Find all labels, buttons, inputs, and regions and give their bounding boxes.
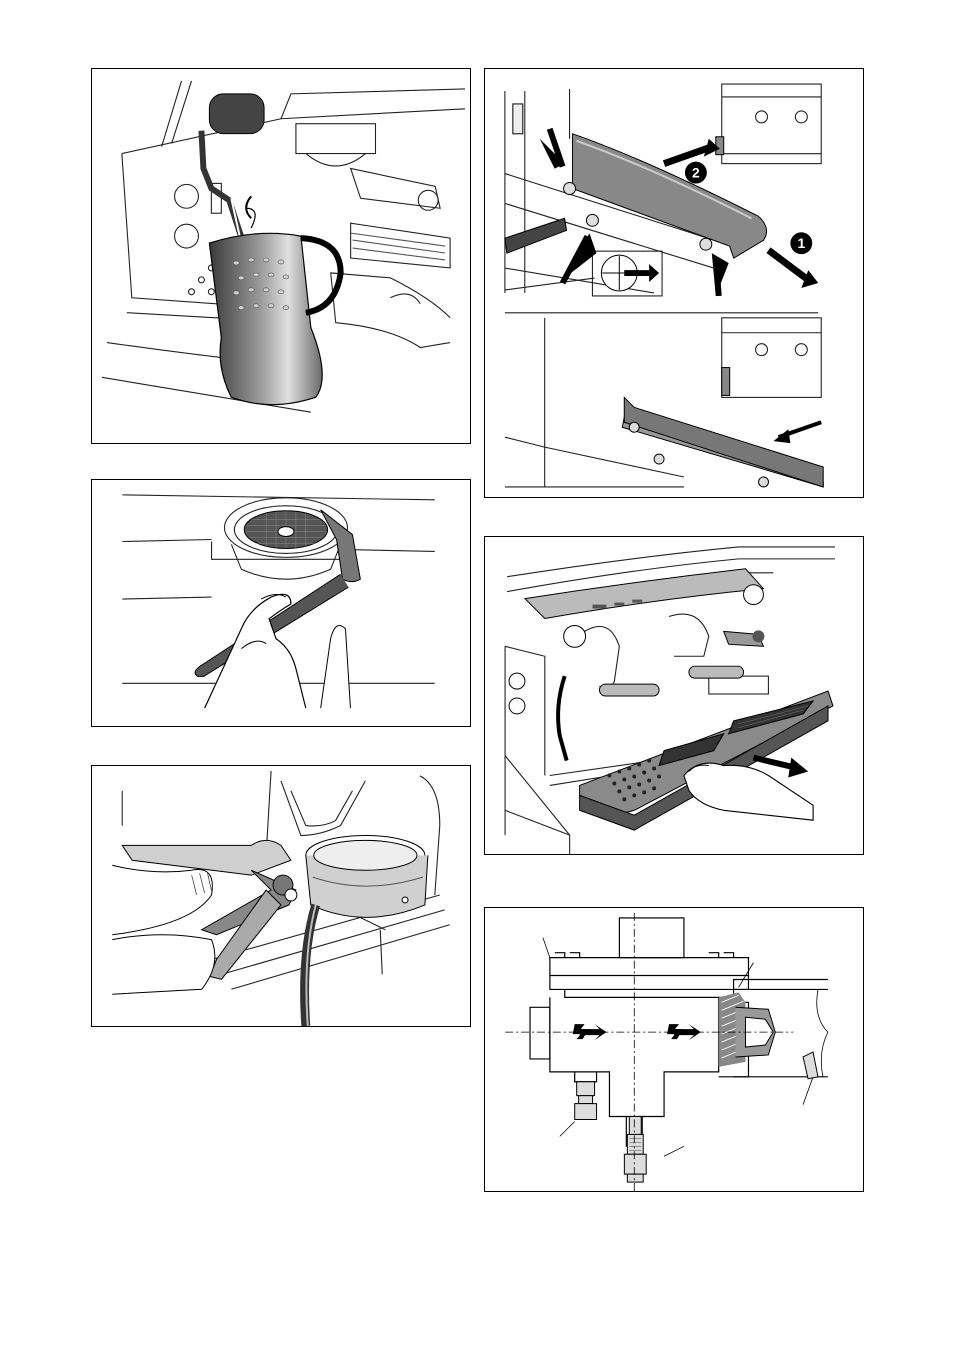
step-two-label: 2 [692, 165, 700, 181]
figure-drip-tray-removal [484, 536, 864, 855]
step-one-label: 1 [797, 235, 805, 251]
filter-holder-illustration [92, 480, 470, 726]
steam-wand-illustration [92, 69, 470, 443]
step-one-badge: 1 [790, 232, 812, 254]
figure-valve-cross-section [484, 907, 864, 1192]
figure-side-panel-removal: 1 2 [484, 68, 864, 498]
figure-filter-holder-cleaning [91, 479, 471, 727]
step-two-badge: 2 [685, 162, 707, 184]
wrench-fitting-illustration [92, 766, 470, 1026]
figure-steam-wand-pitcher [91, 68, 471, 444]
side-panel-illustration: 1 2 [485, 69, 863, 497]
valve-section-illustration [485, 908, 863, 1191]
figure-wrench-fitting [91, 765, 471, 1027]
drip-tray-illustration [485, 537, 863, 854]
